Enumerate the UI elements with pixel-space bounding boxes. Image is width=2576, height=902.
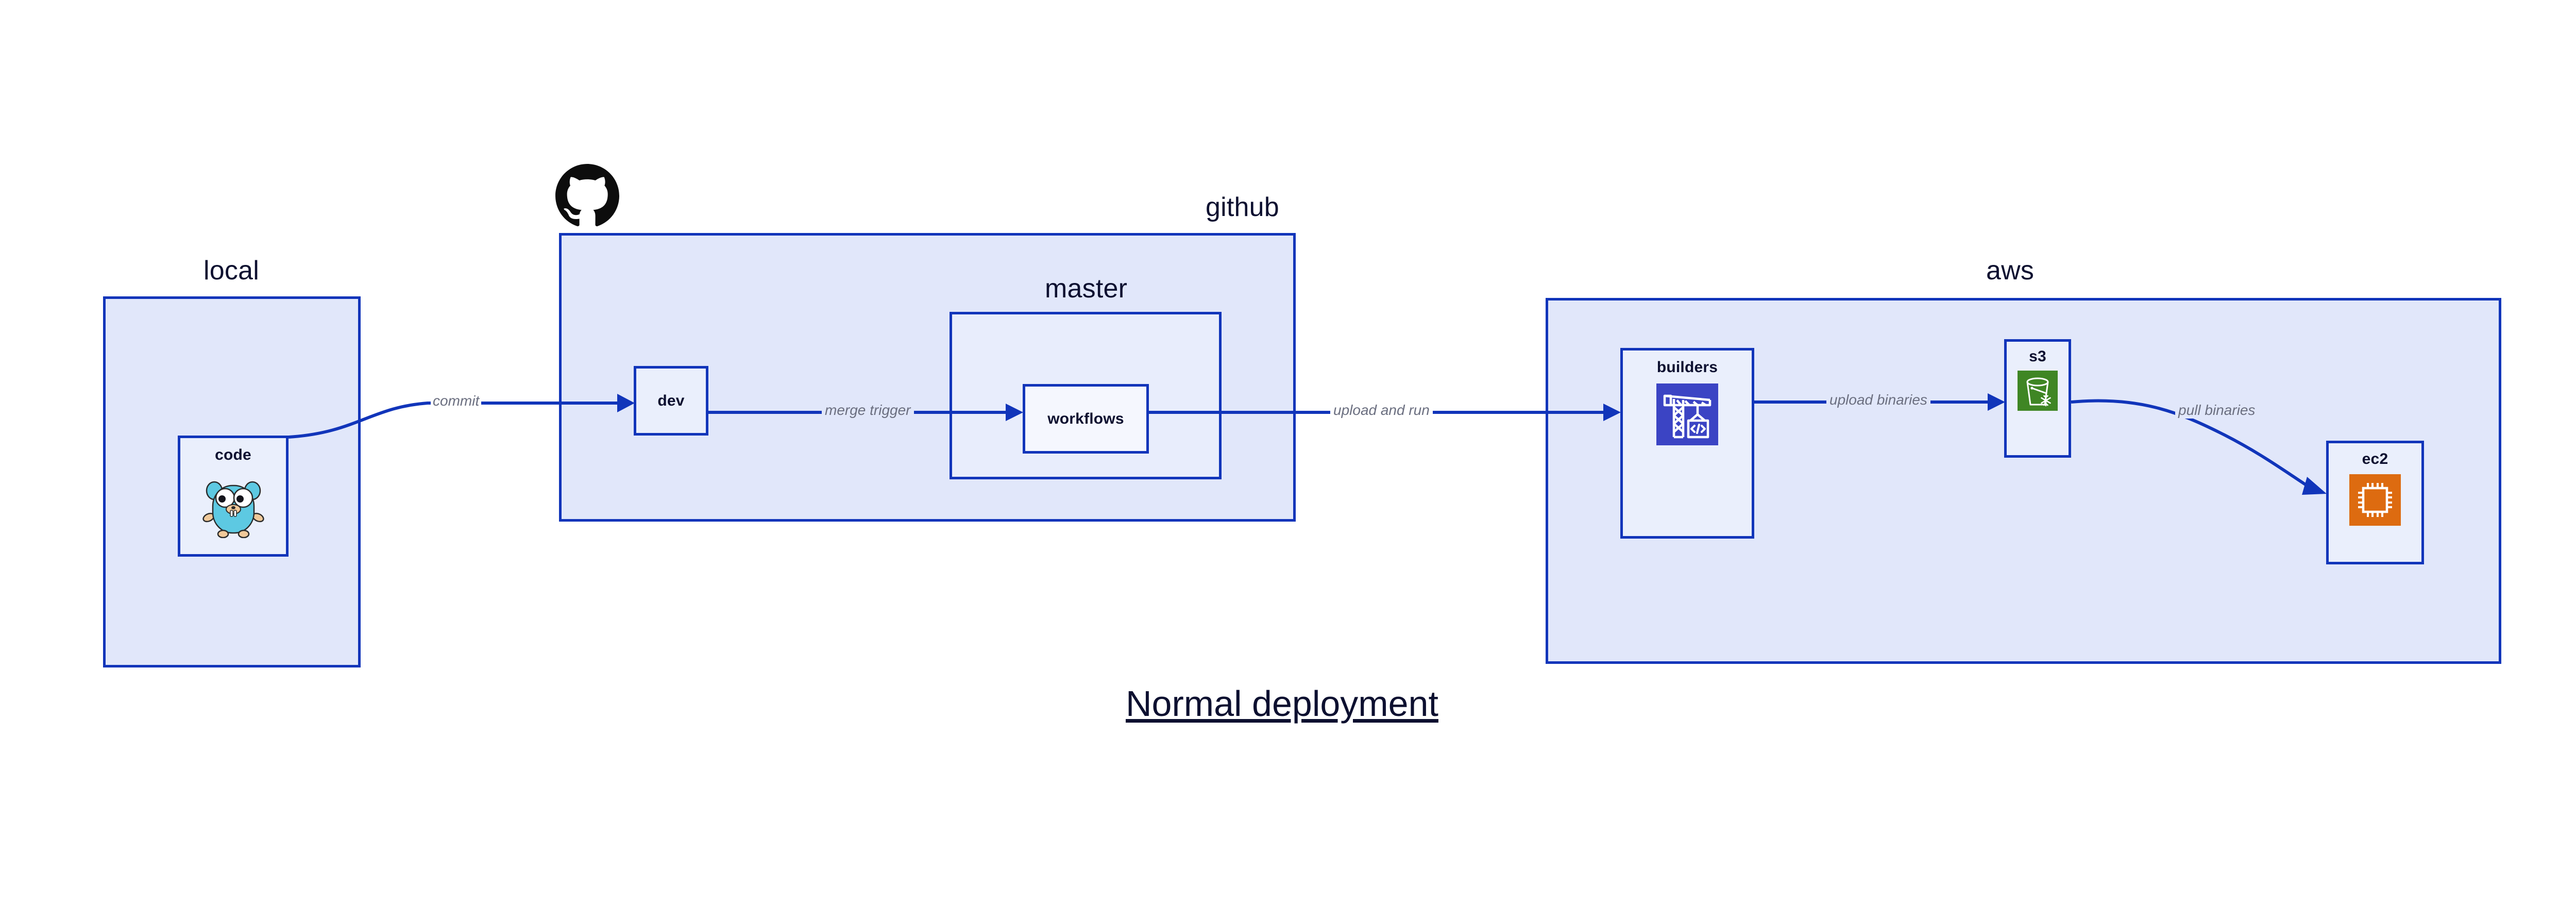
edge-label-upload-and-run: upload and run <box>1330 402 1433 419</box>
go-gopher-icon <box>200 470 266 541</box>
edge-label-merge-trigger: merge trigger <box>822 402 914 419</box>
node-dev-label: dev <box>657 392 685 409</box>
node-builders[interactable]: builders <box>1620 348 1754 539</box>
node-s3[interactable]: s3 <box>2004 339 2071 458</box>
diagram-title: Normal deployment <box>1126 683 1438 724</box>
node-dev[interactable]: dev <box>634 366 708 436</box>
group-aws-label: aws <box>1986 256 2035 286</box>
group-local-label: local <box>204 256 259 286</box>
s3-bucket-icon <box>2018 371 2058 413</box>
node-builders-label: builders <box>1656 359 1718 376</box>
node-code[interactable]: code <box>178 436 289 557</box>
group-github-label: github <box>1206 192 1279 222</box>
crane-builder-icon <box>1656 383 1718 448</box>
node-workflows-label: workflows <box>1047 410 1124 427</box>
edge-label-commit: commit <box>431 393 482 409</box>
node-code-label: code <box>215 446 251 463</box>
edge-label-pull-binaries: pull binaries <box>2175 402 2259 419</box>
edge-label-upload-binaries: upload binaries <box>1826 392 1930 408</box>
ec2-chip-icon <box>2349 474 2401 528</box>
node-ec2[interactable]: ec2 <box>2326 441 2424 564</box>
node-ec2-label: ec2 <box>2362 450 2388 467</box>
node-s3-label: s3 <box>2029 348 2046 365</box>
github-octocat-icon <box>555 164 619 230</box>
node-workflows[interactable]: workflows <box>1023 384 1149 454</box>
group-master-label: master <box>1045 274 1128 304</box>
